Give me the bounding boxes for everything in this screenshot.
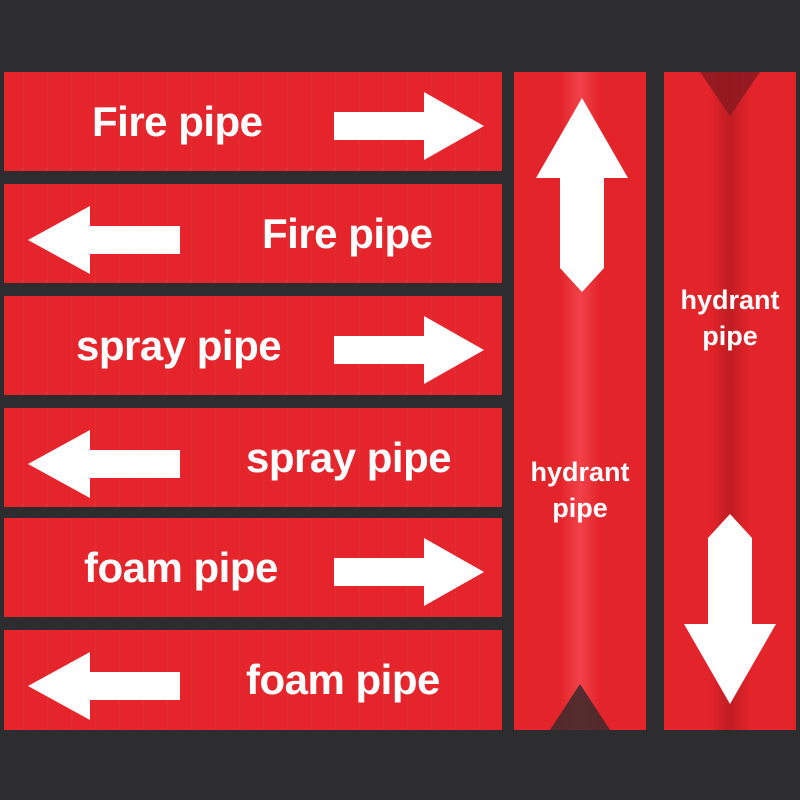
pipe-label-foam-right: foam pipe [4,518,502,617]
pipe-label-line-1: hydrant [680,285,780,315]
pipe-label-fire-right: Fire pipe [4,72,502,171]
pipe-label-text: hydrant pipe [514,454,646,526]
arrow-left-icon [28,430,180,498]
pipe-label-fire-left: Fire pipe [4,184,502,283]
notch-shadow [700,72,760,116]
arrow-right-icon [334,92,484,160]
pipe-label-text: Fire pipe [262,209,433,257]
pipe-label-hydrant-up: hydrant pipe [514,72,646,730]
pipe-label-text: foam pipe [246,655,440,703]
arrow-up-icon [536,98,628,292]
pipe-label-line-1: hydrant [530,457,630,487]
arrow-left-icon [28,652,180,720]
notch-shadow [550,684,610,730]
pipe-label-text: spray pipe [246,433,452,481]
pipe-label-foam-left: foam pipe [4,630,502,730]
pipe-label-text: spray pipe [76,321,282,369]
pipe-label-text: Fire pipe [92,97,263,145]
pipe-label-text: foam pipe [84,543,278,591]
pipe-label-hydrant-down: hydrant pipe [664,72,796,730]
pipe-label-line-2: pipe [702,321,758,351]
arrow-right-icon [334,538,484,606]
pipe-label-text: hydrant pipe [664,282,796,354]
pipe-label-spray-left: spray pipe [4,408,502,507]
arrow-left-icon [28,206,180,274]
arrow-down-icon [684,514,776,704]
pipe-label-spray-right: spray pipe [4,296,502,395]
arrow-right-icon [334,316,484,384]
pipe-label-line-2: pipe [552,493,608,523]
